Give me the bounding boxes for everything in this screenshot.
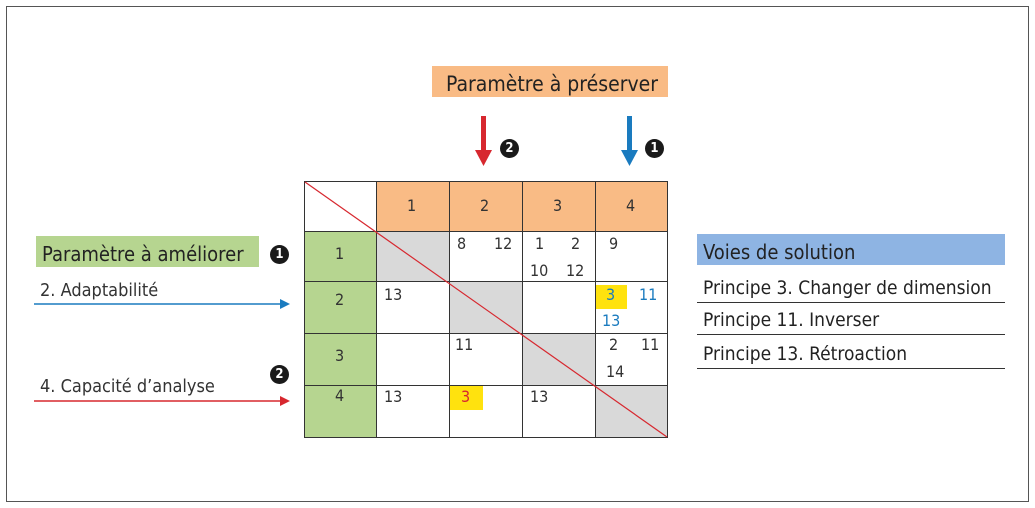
cell-r1c4-a: 9 bbox=[609, 234, 619, 253]
badge-two-top: 2 bbox=[500, 139, 519, 158]
cell-r3c4-a: 2 bbox=[609, 335, 619, 354]
badge-one-left: 1 bbox=[270, 245, 289, 264]
col-header-3: 3 bbox=[553, 196, 563, 215]
cell-r1c2-a: 8 bbox=[457, 234, 467, 253]
improve-parameter-label: Paramètre à améliorer bbox=[42, 242, 244, 266]
highlight-r4c2 bbox=[449, 385, 483, 410]
cell-r1c3-b: 2 bbox=[571, 234, 581, 253]
matrix-grid-lines bbox=[304, 181, 668, 438]
cell-r4c2-a: 3 bbox=[461, 387, 471, 406]
col-header-1: 1 bbox=[407, 196, 417, 215]
cell-r2c1-a: 13 bbox=[384, 285, 403, 304]
solution-principle-11: Principe 11. Inverser bbox=[703, 309, 880, 331]
cell-r2c4-a: 3 bbox=[606, 285, 616, 304]
param-analysis-label: 4. Capacité d’analyse bbox=[40, 376, 215, 397]
preserve-parameter-box: Paramètre à préserver bbox=[432, 66, 668, 97]
cell-r1c3-c: 10 bbox=[530, 261, 549, 280]
cell-r4c1-a: 13 bbox=[384, 387, 403, 406]
solutions-label: Voies de solution bbox=[703, 240, 856, 264]
matrix-diag-cell-2 bbox=[449, 281, 522, 333]
solution-principle-13: Principe 13. Rétroaction bbox=[703, 343, 908, 365]
cell-r2c4-b: 11 bbox=[639, 285, 658, 304]
solution-principle-3: Principe 3. Changer de dimension bbox=[703, 277, 992, 299]
param-adaptability-label: 2. Adaptabilité bbox=[40, 280, 159, 301]
cell-r2c4-c: 13 bbox=[602, 311, 621, 330]
cell-r1c2-b: 12 bbox=[494, 234, 513, 253]
matrix-diag-cell-1 bbox=[376, 231, 449, 281]
solution-divider-2 bbox=[697, 334, 1005, 335]
preserve-parameter-label: Paramètre à préserver bbox=[446, 72, 659, 96]
row-header-4: 4 bbox=[335, 386, 345, 405]
blue-right-arrow-icon bbox=[34, 299, 290, 309]
matrix-diag-cell-3 bbox=[522, 333, 595, 385]
red-down-arrow-icon bbox=[475, 116, 492, 166]
row-header-1: 1 bbox=[335, 244, 345, 263]
badge-one-top: 1 bbox=[645, 139, 664, 158]
solutions-box: Voies de solution bbox=[697, 234, 1005, 265]
cell-r1c3-a: 1 bbox=[535, 234, 545, 253]
highlight-r2c4 bbox=[596, 285, 627, 309]
solution-divider-3 bbox=[697, 368, 1005, 369]
contradiction-matrix: 1 2 3 4 1 2 3 4 8 12 1 2 10 12 9 13 3 11… bbox=[304, 181, 668, 438]
solution-divider-1 bbox=[697, 302, 1005, 303]
cell-r3c4-c: 14 bbox=[606, 362, 625, 381]
cell-r1c3-d: 12 bbox=[566, 261, 585, 280]
row-header-3: 3 bbox=[335, 346, 345, 365]
cell-r3c2-a: 11 bbox=[455, 335, 474, 354]
row-header-2: 2 bbox=[335, 290, 345, 309]
col-header-4: 4 bbox=[626, 196, 636, 215]
matrix-row-header-bg bbox=[304, 231, 376, 438]
red-right-arrow-icon bbox=[34, 396, 290, 406]
cell-r4c3-a: 13 bbox=[530, 387, 549, 406]
badge-two-left: 2 bbox=[270, 365, 289, 384]
diagram-frame bbox=[6, 6, 1029, 502]
matrix-diagonal-line bbox=[304, 181, 668, 438]
cell-r3c4-b: 11 bbox=[641, 335, 660, 354]
blue-down-arrow-icon bbox=[621, 116, 638, 166]
improve-parameter-box: Paramètre à améliorer bbox=[36, 236, 259, 267]
col-header-2: 2 bbox=[480, 196, 490, 215]
